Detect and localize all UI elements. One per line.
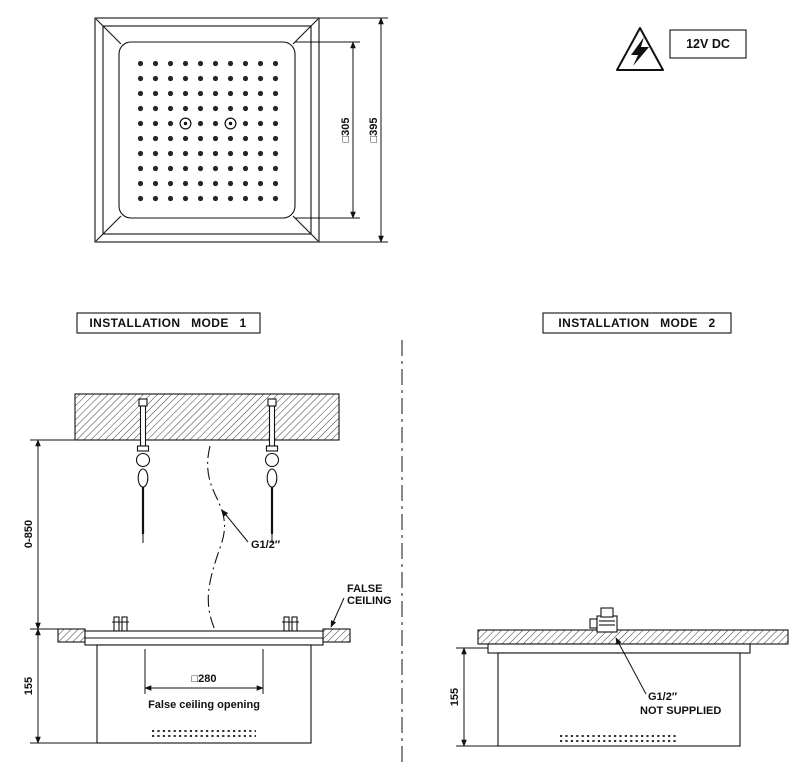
opening-caption: False ceiling opening bbox=[148, 699, 260, 711]
dimension-inner-305: □305 bbox=[295, 41, 360, 219]
fixing-screw bbox=[224, 117, 237, 130]
dimension-outer-395: □395 bbox=[319, 17, 388, 243]
suspension-hanger bbox=[264, 398, 280, 543]
supply-fitting bbox=[589, 607, 618, 633]
corner-miter bbox=[292, 18, 319, 45]
dim-label-395: □395 bbox=[368, 118, 380, 143]
voltage-box bbox=[669, 29, 747, 59]
mode1-title-box: INSTALLATION MODE 1 bbox=[76, 312, 261, 334]
dimension-height-range: 0-850 155 bbox=[23, 439, 97, 744]
supply-leader bbox=[615, 637, 647, 695]
electrical-warning: 12V DC bbox=[616, 27, 747, 71]
mounting-clip bbox=[112, 616, 129, 632]
mode2-title-box: INSTALLATION MODE 2 bbox=[542, 312, 732, 334]
false-ceiling-label-1: FALSE bbox=[347, 583, 382, 595]
dimension-unit-height: 155 bbox=[449, 647, 498, 747]
unit-body bbox=[497, 652, 741, 747]
supply-label-2: NOT SUPPLIED bbox=[640, 705, 721, 717]
supply-label: G1/2″ bbox=[251, 539, 281, 551]
ceiling-slab bbox=[74, 393, 340, 441]
dim-label-0-850: 0-850 bbox=[23, 520, 35, 548]
dim-label-155: 155 bbox=[23, 677, 35, 695]
suspension-hanger bbox=[135, 398, 151, 543]
mode2-drawing: G1/2″ NOT SUPPLIED 155 bbox=[449, 607, 789, 747]
corner-miter bbox=[95, 215, 122, 242]
mounting-clip bbox=[282, 616, 299, 632]
false-ceiling-right bbox=[322, 628, 351, 643]
nozzle-grid bbox=[133, 56, 281, 204]
false-ceiling-left bbox=[57, 628, 86, 643]
dimension-opening-280: □280 False ceiling opening bbox=[144, 649, 264, 711]
false-ceiling-label-2: CEILING bbox=[347, 595, 392, 607]
unit-flange bbox=[487, 643, 751, 654]
lightning-bolt-icon bbox=[631, 37, 649, 66]
mode1-drawing: G1/2″ FALSE CEILING □280 Fal bbox=[23, 393, 392, 744]
false-ceiling-leader bbox=[330, 597, 345, 628]
supply-label-1: G1/2″ bbox=[648, 691, 678, 703]
supply-hose bbox=[207, 445, 226, 631]
corner-miter bbox=[292, 215, 319, 242]
ceiling-strip bbox=[477, 629, 789, 645]
mode2-title: INSTALLATION MODE 2 bbox=[558, 316, 715, 330]
dim-label-305: □305 bbox=[340, 118, 352, 143]
fixing-screw bbox=[179, 117, 192, 130]
corner-miter bbox=[95, 18, 122, 45]
voltage-label: 12V DC bbox=[686, 37, 730, 51]
dim-label-155: 155 bbox=[449, 688, 461, 706]
unit-body bbox=[96, 644, 312, 744]
dim-label-280: □280 bbox=[192, 673, 217, 685]
shower-top-view bbox=[94, 17, 320, 243]
supply-leader bbox=[221, 509, 249, 543]
mode1-title: INSTALLATION MODE 1 bbox=[89, 316, 246, 330]
